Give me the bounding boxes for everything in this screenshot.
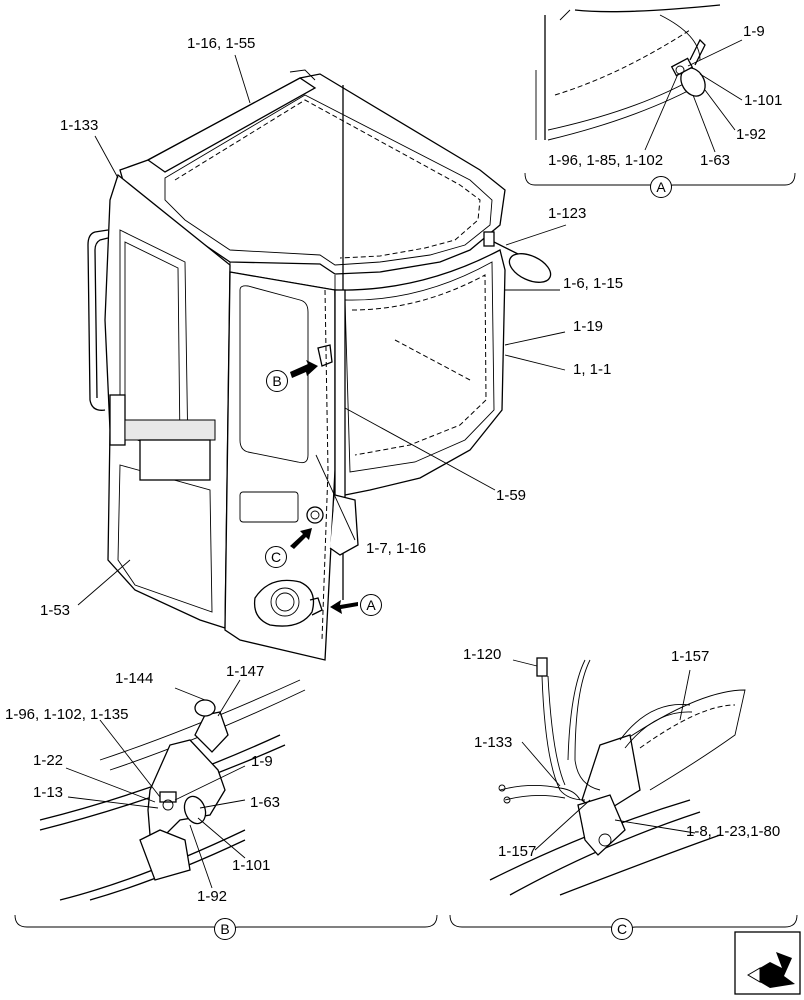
part-label: 1-59 bbox=[496, 487, 527, 504]
part-label: 1-144 bbox=[115, 670, 154, 687]
part-label: 1-123 bbox=[548, 205, 587, 222]
part-label: 1-120 bbox=[463, 646, 502, 663]
part-label: 1-22 bbox=[33, 752, 64, 769]
part-label: 1-8, 1-23,1-80 bbox=[686, 823, 781, 840]
part-label: 1-13 bbox=[33, 784, 64, 801]
cab-assembly bbox=[77, 54, 567, 661]
part-label: 1-53 bbox=[40, 602, 71, 619]
detail-callout-b[interactable]: B bbox=[266, 370, 288, 392]
detail-c-drawing bbox=[449, 657, 798, 940]
part-label: 1-147 bbox=[226, 663, 265, 680]
detail-a-badge: A bbox=[650, 176, 672, 198]
part-label: 1-9 bbox=[743, 23, 765, 40]
part-label: 1-19 bbox=[573, 318, 604, 335]
part-label: 1-96, 1-85, 1-102 bbox=[548, 152, 664, 169]
part-label: 1-92 bbox=[197, 888, 228, 905]
part-label: 1, 1-1 bbox=[573, 361, 612, 378]
next-page-arrow-icon[interactable] bbox=[734, 931, 801, 995]
part-label: 1-157 bbox=[498, 843, 537, 860]
detail-a-drawing bbox=[524, 4, 796, 197]
detail-c-badge: C bbox=[611, 918, 633, 940]
part-label: 1-7, 1-16 bbox=[366, 540, 427, 557]
detail-b-drawing bbox=[14, 679, 438, 940]
part-label: 1-92 bbox=[736, 126, 767, 143]
part-label: 1-101 bbox=[232, 857, 271, 874]
detail-callout-a[interactable]: A bbox=[360, 594, 382, 616]
part-label: 1-63 bbox=[250, 794, 281, 811]
part-label: 1-96, 1-102, 1-135 bbox=[5, 706, 129, 723]
detail-callout-c[interactable]: C bbox=[265, 546, 287, 568]
detail-b-badge: B bbox=[214, 918, 236, 940]
part-label: 1-157 bbox=[671, 648, 710, 665]
part-label: 1-63 bbox=[700, 152, 731, 169]
part-label: 1-133 bbox=[60, 117, 99, 134]
part-label: 1-101 bbox=[744, 92, 783, 109]
part-label: 1-133 bbox=[474, 734, 513, 751]
part-label: 1-6, 1-15 bbox=[563, 275, 624, 292]
part-label: 1-9 bbox=[251, 753, 273, 770]
part-label: 1-16, 1-55 bbox=[187, 35, 256, 52]
